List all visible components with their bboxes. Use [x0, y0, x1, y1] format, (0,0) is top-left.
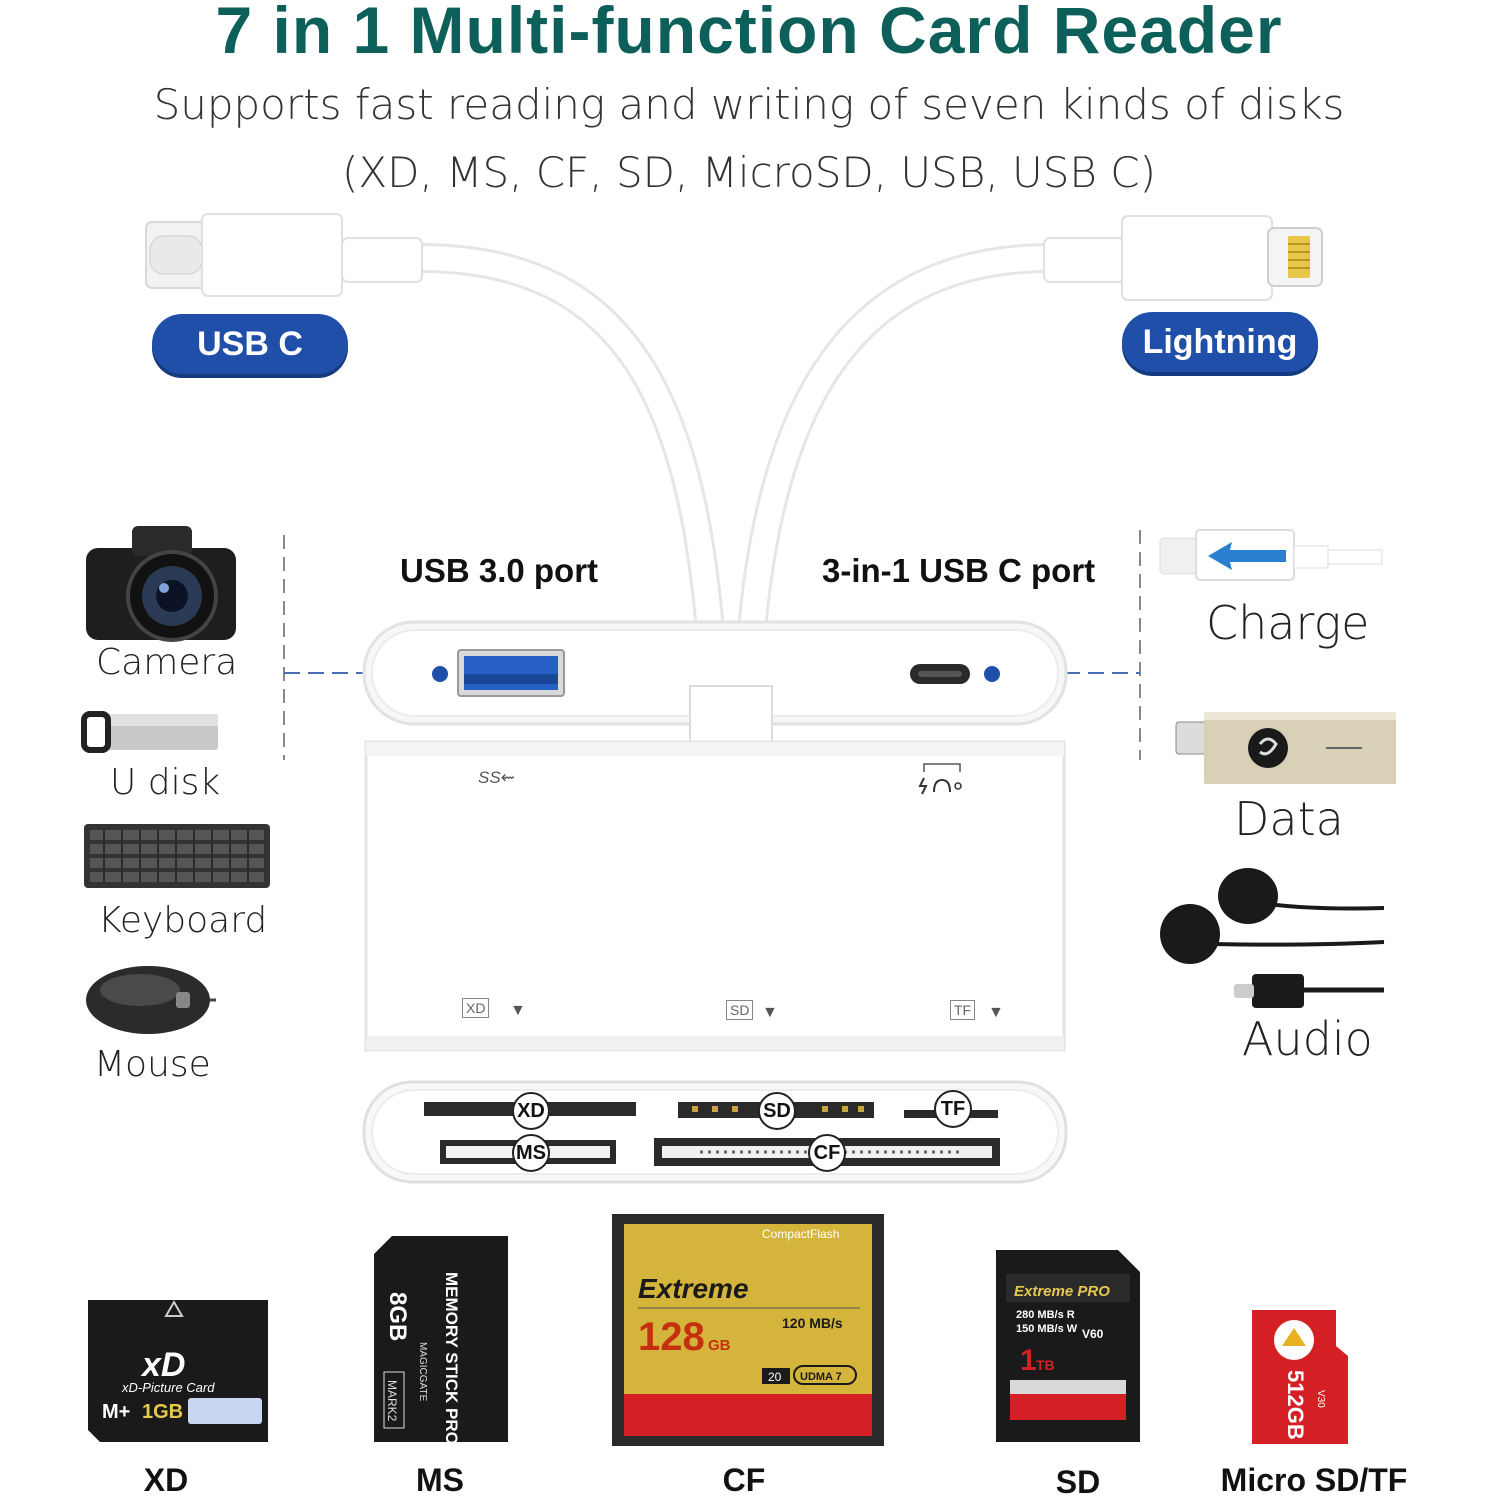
left-device-icons: [81, 526, 270, 1034]
svg-text:MAGICGATE: MAGICGATE: [417, 1342, 428, 1402]
svg-text:512GB: 512GB: [1283, 1370, 1308, 1440]
right-device-data: Data: [1234, 792, 1344, 846]
svg-text:xD: xD: [140, 1346, 185, 1384]
svg-text:Extreme: Extreme: [638, 1273, 749, 1304]
subtitle-line-2: (XD, MS, CF, SD, MicroSD, USB, USB C): [342, 148, 1156, 197]
charge-audio-data-icon: [918, 763, 962, 795]
left-device-camera: Camera: [96, 642, 238, 683]
usb-c-plug-icon: [145, 213, 423, 297]
usb-drive-icon: [81, 711, 218, 753]
slot-badge-tf: TF: [934, 1090, 972, 1128]
usb-a-port-icon: [457, 649, 565, 697]
svg-text:MARK2: MARK2: [385, 1380, 399, 1422]
data-drive-icon: [1175, 712, 1396, 784]
usbc-port-label: 3-in-1 USB C port: [822, 552, 1096, 589]
camera-icon: [86, 526, 236, 642]
cable-illustration: [145, 213, 1323, 760]
left-device-keyboard: Keyboard: [98, 900, 268, 941]
svg-text:GB: GB: [708, 1337, 731, 1354]
svg-text:128: 128: [638, 1315, 705, 1359]
card-label-sd: SD: [1055, 1464, 1101, 1500]
usb-c-badge: USB C: [152, 314, 348, 374]
svg-text:UDMA 7: UDMA 7: [800, 1371, 842, 1383]
usb3-port-dot: [432, 666, 448, 682]
svg-text:V60: V60: [1082, 1327, 1104, 1341]
svg-text:CompactFlash: CompactFlash: [762, 1227, 839, 1241]
earphones-icon: [1160, 868, 1385, 1008]
svg-text:M+: M+: [102, 1401, 130, 1423]
slot-badge-cf: CF: [808, 1134, 846, 1172]
left-device-mouse: Mouse: [94, 1044, 211, 1085]
ss-usb-logo: SS⇜: [478, 768, 515, 787]
card-label-cf: CF: [722, 1462, 766, 1498]
ms-card-icon: 8GB MEMORY STICK PRO DUO MAGICGATE MARK2: [374, 1236, 508, 1446]
usb3-port-label: USB 3.0 port: [400, 552, 599, 589]
svg-text:150 MB/s W: 150 MB/s W: [1016, 1323, 1078, 1335]
subtitle-line-1: Supports fast reading and writing of sev…: [153, 80, 1345, 129]
svg-text:V30: V30: [1315, 1390, 1326, 1408]
right-device-charge: Charge: [1206, 596, 1370, 650]
keyboard-icon: [84, 824, 270, 888]
usb-c-port-icon: [910, 664, 970, 684]
mouse-icon: [86, 966, 216, 1034]
svg-text:xD-Picture Card: xD-Picture Card: [121, 1380, 215, 1395]
svg-text:MEMORY STICK PRO DUO: MEMORY STICK PRO DUO: [442, 1272, 461, 1446]
lightning-plug-icon: [1043, 215, 1323, 301]
slot-badge-xd: XD: [512, 1092, 550, 1130]
cf-card-icon: CompactFlash Extreme 128 GB 120 MB/s 20 …: [612, 1214, 884, 1446]
lightning-badge: Lightning: [1122, 312, 1318, 372]
tf-arrow-icon: ▼: [988, 1004, 1004, 1021]
right-device-icons: [1159, 529, 1396, 1008]
sd-mark: SD: [726, 1000, 754, 1020]
page-title: 7 in 1 Multi-function Card Reader: [215, 0, 1283, 67]
xd-mark: XD: [462, 998, 490, 1018]
usbc-port-dot: [984, 666, 1000, 682]
xd-arrow-icon: ▼: [510, 1002, 526, 1019]
sd-arrow-icon: ▼: [762, 1004, 778, 1021]
svg-text:120 MB/s: 120 MB/s: [782, 1315, 843, 1331]
tf-mark: TF: [950, 1000, 976, 1020]
svg-text:Extreme PRO: Extreme PRO: [1014, 1283, 1110, 1300]
tf-card-icon: 512GB V30: [1252, 1310, 1348, 1444]
left-device-u-disk: U disk: [110, 762, 221, 803]
svg-text:1: 1: [1020, 1344, 1037, 1377]
card-label-micro-sd-tf: Micro SD/TF: [1220, 1462, 1408, 1498]
right-device-audio: Audio: [1242, 1012, 1373, 1066]
card-label-ms: MS: [416, 1462, 464, 1498]
slot-badge-ms: MS: [512, 1134, 550, 1172]
card-label-xd: XD: [143, 1462, 189, 1498]
xd-card-icon: xD xD-Picture Card M+ 1GB: [88, 1299, 268, 1442]
svg-text:20: 20: [768, 1370, 782, 1384]
svg-text:8GB: 8GB: [384, 1292, 411, 1341]
slot-badge-sd: SD: [758, 1092, 796, 1130]
svg-text:280 MB/s R: 280 MB/s R: [1016, 1309, 1075, 1321]
sd-card-icon: Extreme PRO 280 MB/s R 150 MB/s W V60 1 …: [996, 1250, 1140, 1442]
svg-text:TB: TB: [1036, 1357, 1055, 1373]
svg-text:1GB: 1GB: [142, 1401, 183, 1423]
charge-cable-icon: [1159, 529, 1383, 581]
